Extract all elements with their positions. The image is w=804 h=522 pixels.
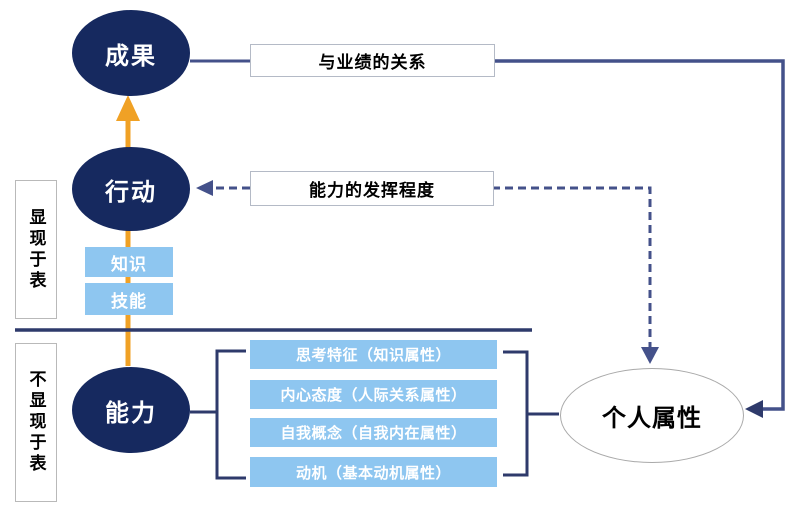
attribute-box-inner-attitude: 内心态度（人际关系属性）: [250, 380, 497, 409]
action-node-label: 行动: [105, 178, 157, 206]
ability-node: 能力: [72, 367, 190, 453]
exertion-to-personal-dashed-line: [492, 186, 652, 349]
attribute-box-motivation: 动机（基本动机属性）: [250, 457, 497, 487]
visible-on-surface-box: 显现于表: [15, 180, 57, 319]
skill-box: 技能: [85, 283, 173, 315]
not-visible-on-surface-label: 不显现于表: [26, 370, 46, 475]
left-bracket: [215, 349, 246, 480]
personal-attributes-node: 个人属性: [560, 368, 744, 463]
performance-relation-label: 与业绩的关系: [318, 53, 427, 72]
attribute-box-thinking-label: 思考特征（知识属性）: [295, 347, 451, 364]
performance-relation-box: 与业绩的关系: [250, 44, 495, 77]
visible-on-surface-label: 显现于表: [26, 207, 46, 292]
knowledge-box-label: 知识: [111, 254, 147, 274]
ability-exertion-label: 能力的发挥程度: [309, 181, 435, 200]
left-arrowhead-into-personal-icon: [745, 400, 763, 418]
attribute-box-self-concept: 自我概念（自我内在属性）: [250, 418, 497, 447]
knowledge-box: 知识: [85, 247, 173, 277]
ability-node-label: 能力: [105, 399, 157, 427]
attribute-box-self-concept-label: 自我概念（自我内在属性）: [280, 425, 467, 442]
performance-to-personal-line: [493, 59, 785, 411]
action-node: 行动: [72, 147, 190, 231]
personal-attributes-label: 个人属性: [602, 405, 702, 432]
left-arrowhead-into-action-icon: [196, 180, 213, 196]
result-node: 成果: [72, 10, 190, 96]
attribute-box-thinking: 思考特征（知识属性）: [250, 340, 497, 369]
attribute-box-inner-attitude-label: 内心态度（人际关系属性）: [280, 387, 467, 404]
result-node-label: 成果: [105, 42, 157, 70]
attribute-box-motivation-label: 动机（基本动机属性）: [295, 464, 451, 482]
orange-up-arrowhead-icon: [116, 95, 140, 121]
skill-box-label: 技能: [111, 291, 147, 311]
not-visible-on-surface-box: 不显现于表: [15, 343, 57, 502]
ability-exertion-box: 能力的发挥程度: [250, 171, 494, 206]
down-arrowhead-into-personal-icon: [641, 347, 659, 364]
right-bracket: [503, 350, 529, 477]
